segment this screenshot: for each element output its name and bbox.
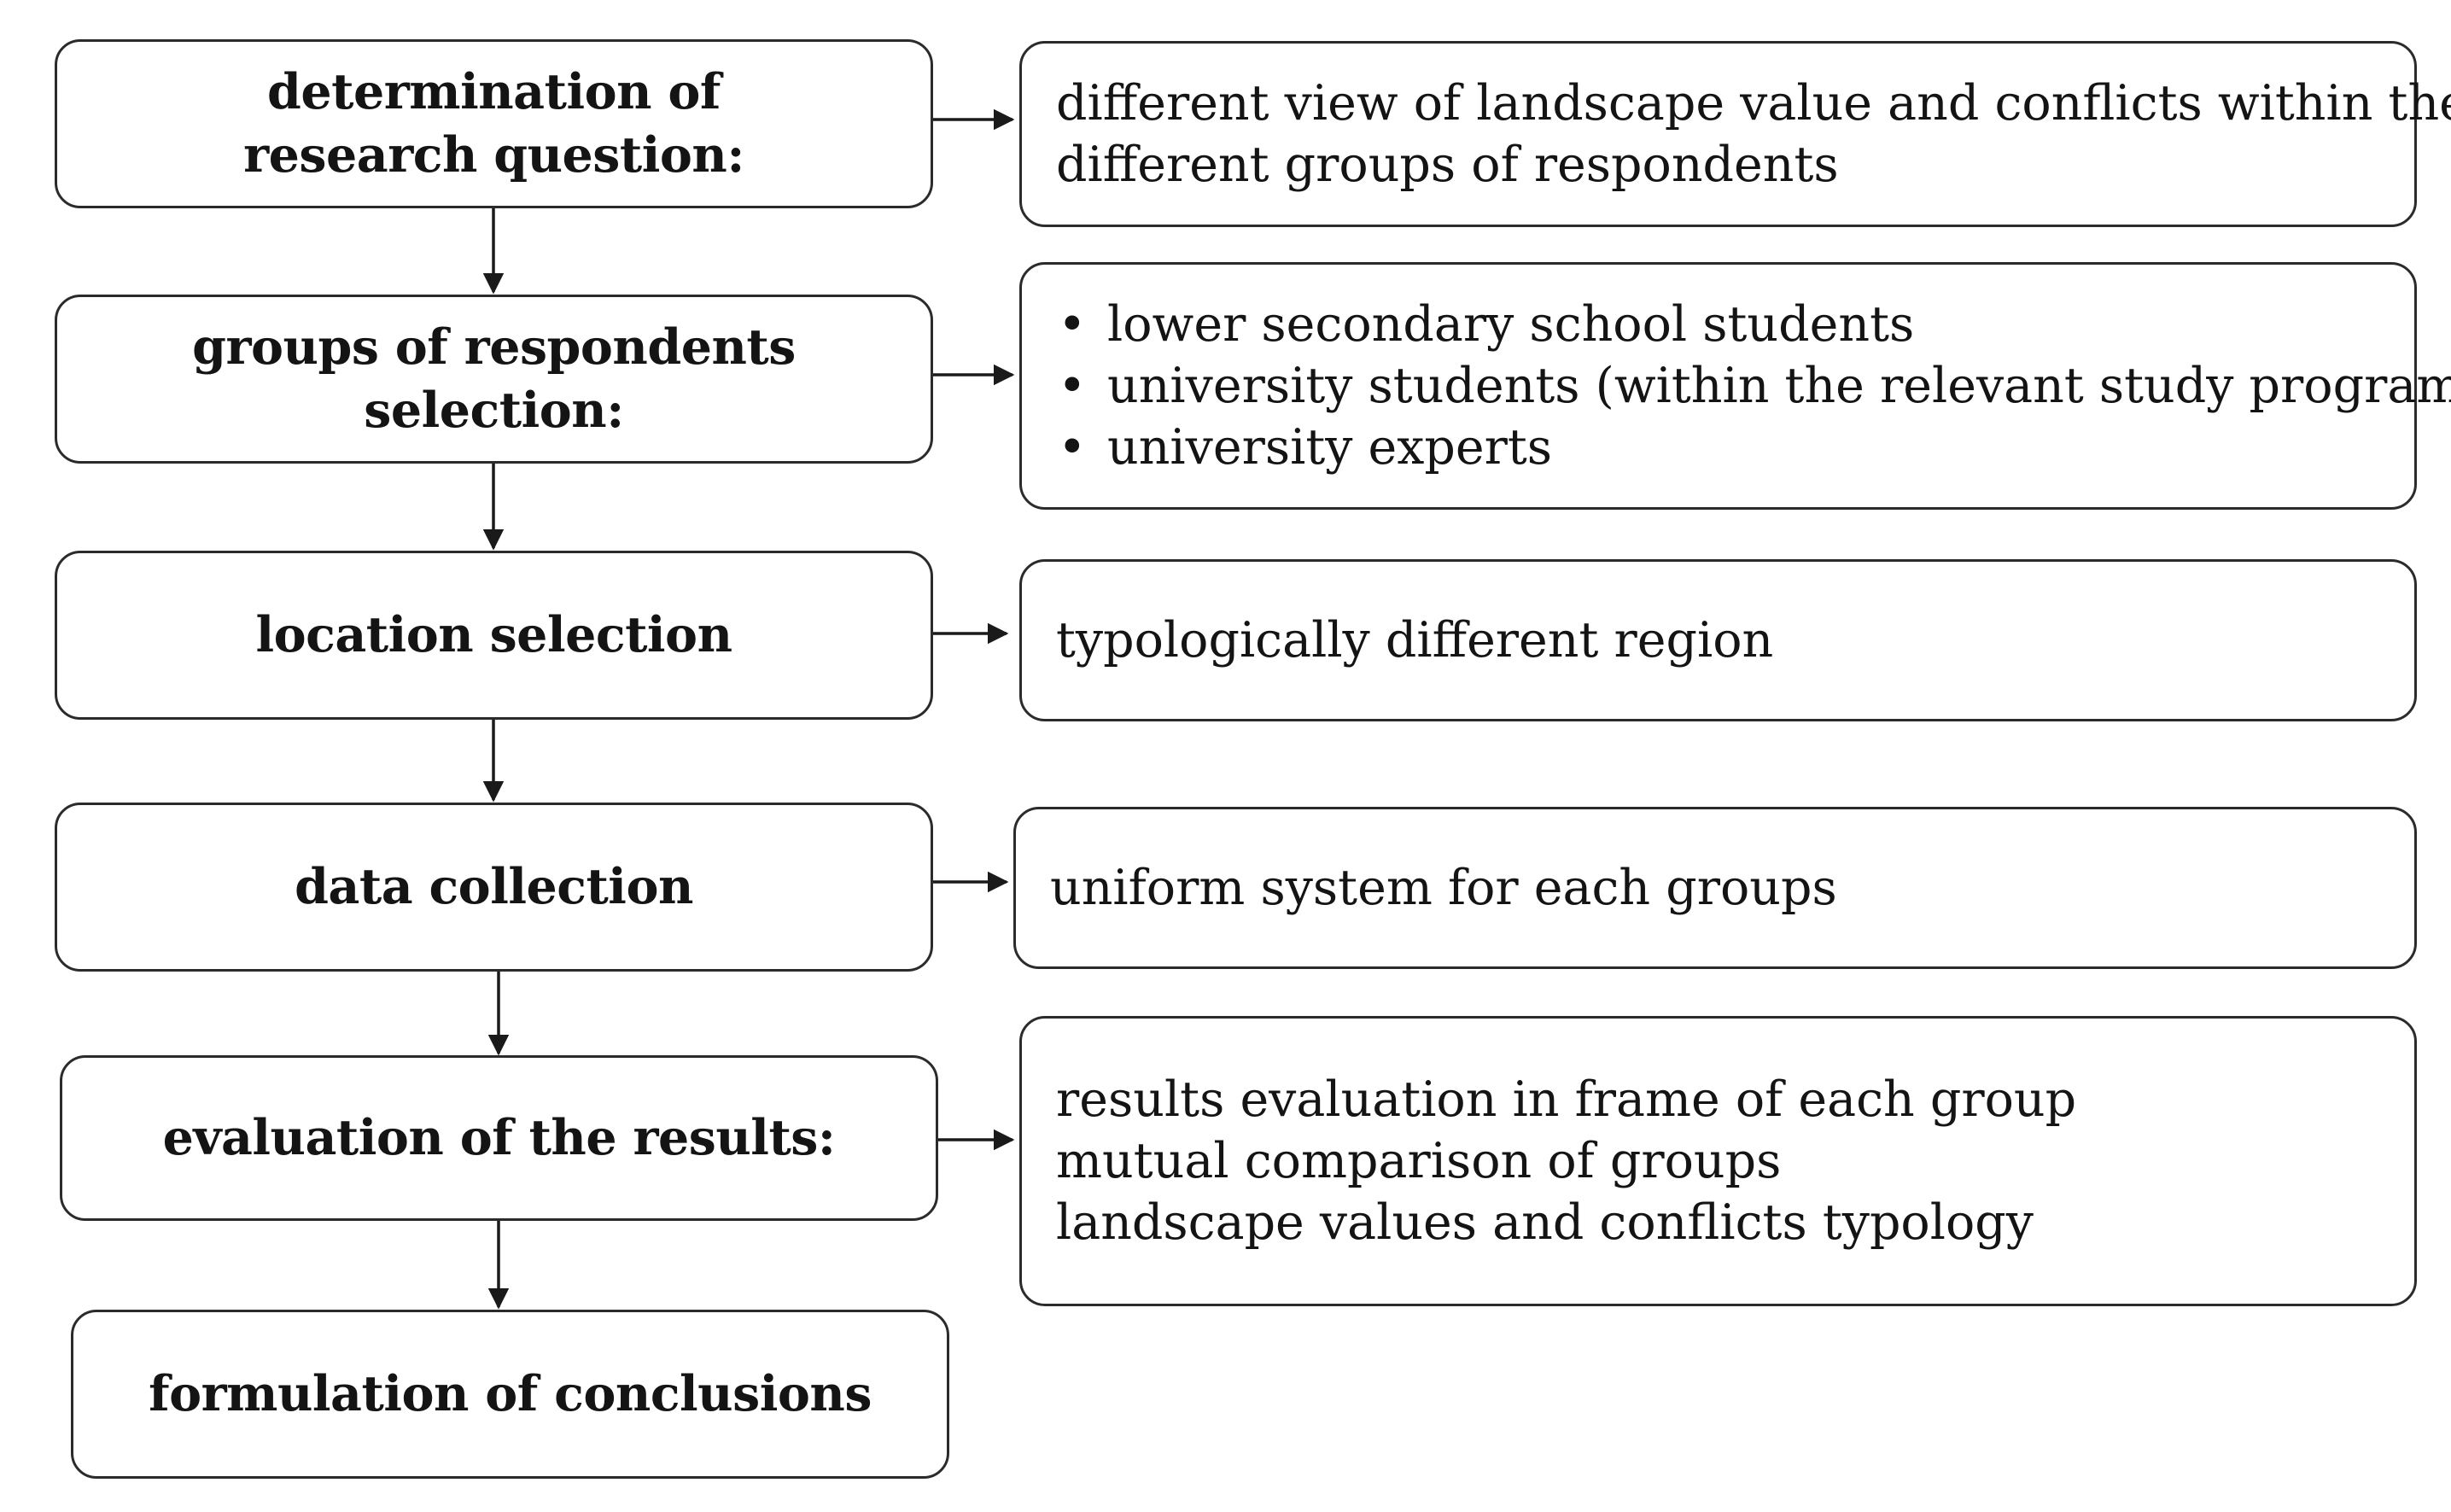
- detail-line: results evaluation in frame of each grou…: [1056, 1071, 2077, 1128]
- step-respondent-selection: groups of respondents selection:: [55, 295, 933, 464]
- step-label: location selection: [255, 606, 732, 663]
- step-research-question: determination of research question:: [55, 39, 933, 208]
- list-item-text: university experts: [1107, 419, 1553, 476]
- bullet-marker: •: [1058, 358, 1087, 414]
- bullet-marker: •: [1058, 419, 1087, 476]
- step-label: data collection: [295, 858, 693, 915]
- step-evaluation: evaluation of the results:: [60, 1055, 938, 1221]
- detail-line: mutual comparison of groups: [1056, 1133, 1782, 1189]
- detail-line: landscape values and conflicts typology: [1056, 1194, 2034, 1251]
- detail-data-collection: uniform system for each groups: [1013, 807, 2417, 969]
- step-label: formulation of conclusions: [149, 1365, 872, 1422]
- step-conclusions: formulation of conclusions: [71, 1310, 949, 1479]
- step-label: determination of research question:: [243, 63, 744, 184]
- bullet-marker: •: [1058, 296, 1087, 353]
- list-item: • lower secondary school students: [1056, 294, 2380, 355]
- list-item: • university experts: [1056, 417, 2380, 478]
- list-item: • university students (within the releva…: [1056, 355, 2451, 417]
- detail-line: different view of landscape value and co…: [1056, 75, 2451, 131]
- list-item-text: lower secondary school students: [1107, 296, 1915, 353]
- detail-research-question: different view of landscape value and co…: [1019, 41, 2451, 227]
- step-label: evaluation of the results:: [162, 1109, 836, 1166]
- step-label: groups of respondents selection:: [192, 318, 796, 439]
- list-item-text: university students (within the relevant…: [1107, 358, 2451, 414]
- respondent-group-list: • lower secondary school students • univ…: [1056, 294, 2451, 478]
- detail-evaluation: results evaluation in frame of each grou…: [1019, 1016, 2417, 1306]
- detail-location: typologically different region: [1019, 559, 2417, 721]
- detail-line: uniform system for each groups: [1050, 860, 1837, 916]
- step-location-selection: location selection: [55, 551, 933, 720]
- step-data-collection: data collection: [55, 803, 933, 972]
- detail-respondent-groups: • lower secondary school students • univ…: [1019, 262, 2451, 510]
- detail-line: typologically different region: [1056, 612, 1774, 668]
- detail-line: different groups of respondents: [1056, 137, 1839, 193]
